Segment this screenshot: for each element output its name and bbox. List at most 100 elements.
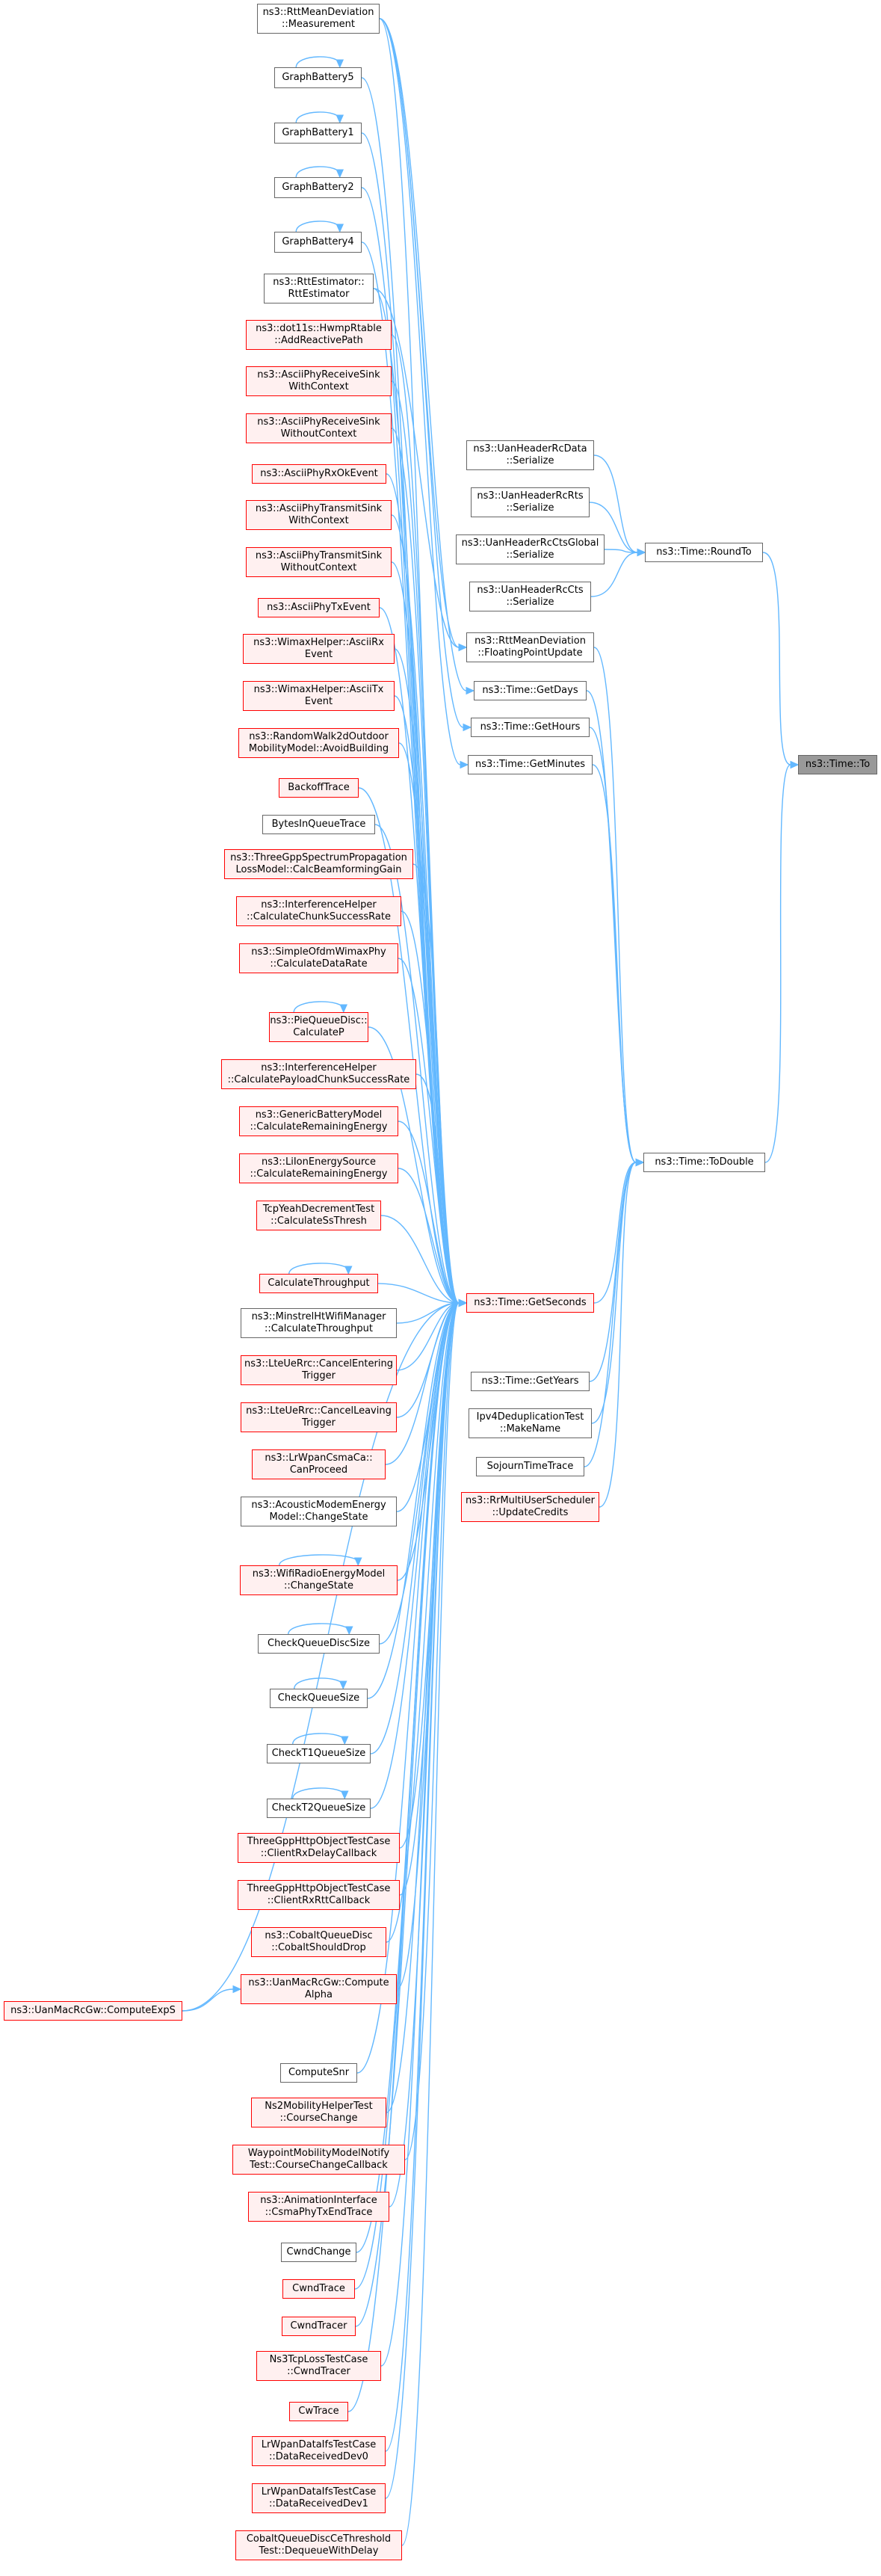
node-label-line: ns3::dot11s::HwmpRtable bbox=[256, 323, 382, 334]
node-ns3-uanheaderrcctsglobal-serialize[interactable]: ns3::UanHeaderRcCtsGlobal::Serialize bbox=[456, 534, 605, 564]
node-label-line: ns3::AcousticModemEnergy bbox=[251, 1500, 386, 1511]
node-tcpyeahdecrementtest-calculatessthresh[interactable]: TcpYeahDecrementTest::CalculateSsThresh bbox=[256, 1201, 381, 1230]
node-graphbattery4[interactable]: GraphBattery4 bbox=[274, 232, 362, 253]
node-checkqueuesize[interactable]: CheckQueueSize bbox=[270, 1689, 368, 1708]
node-ns3-genericbatterymodel-calculateremainingenergy[interactable]: ns3::GenericBatteryModel::CalculateRemai… bbox=[239, 1106, 398, 1136]
node-checkt2queuesize[interactable]: CheckT2QueueSize bbox=[267, 1799, 371, 1818]
node-ns3-minstrelhtwifimanager-calculatethroughput[interactable]: ns3::MinstrelHtWifiManager::CalculateThr… bbox=[241, 1308, 397, 1338]
node-label-line: ns3::RttMeanDeviation bbox=[262, 7, 374, 18]
node-checkt1queuesize[interactable]: CheckT1QueueSize bbox=[267, 1744, 371, 1763]
node-checkqueuediscsize[interactable]: CheckQueueDiscSize bbox=[258, 1634, 380, 1654]
node-label-line: ns3::InterferenceHelper bbox=[261, 1062, 377, 1073]
node-ns3-interferencehelper-calculatechunksuccessrate[interactable]: ns3::InterferenceHelper::CalculateChunkS… bbox=[236, 896, 401, 926]
node-graphbattery2[interactable]: GraphBattery2 bbox=[274, 177, 362, 198]
node-ns3-wifiradioenergymodel-changestate[interactable]: ns3::WifiRadioEnergyModel::ChangeState bbox=[240, 1565, 398, 1595]
node-label-line: ::Serialize bbox=[506, 597, 554, 608]
node-ns3-rttmeandeviation-measurement[interactable]: ns3::RttMeanDeviation::Measurement bbox=[257, 4, 380, 34]
node-ns3-time-getdays[interactable]: ns3::Time::GetDays bbox=[474, 681, 587, 700]
call-edge bbox=[379, 18, 472, 732]
node-label-line: ns3::GenericBatteryModel bbox=[255, 1109, 383, 1121]
node-sojourntimetrace[interactable]: SojournTimeTrace bbox=[476, 1457, 584, 1476]
node-label-line: ns3::Time::GetDays bbox=[482, 685, 578, 696]
node-ipv4deduplicationtest-makename[interactable]: Ipv4DeduplicationTest::MakeName bbox=[469, 1408, 592, 1438]
node-ns3-asciiphytxevent[interactable]: ns3::AsciiPhyTxEvent bbox=[258, 598, 380, 617]
node-lrwpandataifstestcase-datareceiveddev1[interactable]: LrWpanDataIfsTestCase::DataReceivedDev1 bbox=[252, 2483, 386, 2513]
node-label-line: GraphBattery4 bbox=[282, 236, 354, 247]
node-ns3-piequeuedisc-calculatep[interactable]: ns3::PieQueueDisc::CalculateP bbox=[269, 1012, 368, 1042]
node-ns3-cobaltqueuedisc-cobaltshoulddrop[interactable]: ns3::CobaltQueueDisc::CobaltShouldDrop bbox=[251, 1927, 386, 1957]
node-cwndtracer[interactable]: CwndTracer bbox=[282, 2317, 356, 2336]
node-label-line: CwTrace bbox=[298, 2406, 339, 2417]
edge-line bbox=[379, 18, 467, 691]
node-ns3-simpleofdmwimaxphy-calculatedatarate[interactable]: ns3::SimpleOfdmWimaxPhy::CalculateDataRa… bbox=[239, 943, 398, 973]
node-ns3-rttmeandeviation-floatingpointupdate[interactable]: ns3::RttMeanDeviation::FloatingPointUpda… bbox=[466, 632, 594, 662]
edge-line bbox=[386, 1302, 460, 2113]
node-graphbattery5[interactable]: GraphBattery5 bbox=[274, 67, 362, 88]
node-cwndchange[interactable]: CwndChange bbox=[281, 2243, 356, 2262]
edge-line bbox=[589, 1162, 637, 1382]
node-ns3tcplosstestcase-cwndtracer[interactable]: Ns3TcpLossTestCase::CwndTracer bbox=[256, 2351, 381, 2381]
node-threegpphttpobjecttestcase-clientrxrttcallback[interactable]: ThreeGppHttpObjectTestCase::ClientRxRttC… bbox=[238, 1880, 400, 1910]
edge-line bbox=[590, 552, 638, 597]
node-calculatethroughput[interactable]: CalculateThroughput bbox=[259, 1274, 378, 1293]
node-backofftrace[interactable]: BackoffTrace bbox=[279, 778, 359, 798]
node-label-line: ::ChangeState bbox=[284, 1580, 353, 1591]
node-cwtrace[interactable]: CwTrace bbox=[289, 2402, 348, 2421]
self-loop-edge bbox=[295, 56, 344, 69]
node-label-line: CheckT1QueueSize bbox=[271, 1748, 366, 1759]
node-ns3-animationinterface-csmaphytxendtrace[interactable]: ns3::AnimationInterface::CsmaPhyTxEndTra… bbox=[248, 2192, 389, 2222]
node-ns3-time-roundto[interactable]: ns3::Time::RoundTo bbox=[645, 543, 763, 562]
node-label-line: ns3::RttEstimator:: bbox=[273, 277, 365, 288]
node-lrwpandataifstestcase-datareceiveddev0[interactable]: LrWpanDataIfsTestCase::DataReceivedDev0 bbox=[252, 2436, 386, 2466]
node-ns3-interferencehelper-calculatepayloadchunksuccessrate[interactable]: ns3::InterferenceHelper::CalculatePayloa… bbox=[221, 1059, 416, 1089]
node-bytesinqueuetrace[interactable]: BytesInQueueTrace bbox=[262, 815, 375, 834]
edge-line bbox=[401, 1302, 460, 2546]
call-edge bbox=[764, 760, 800, 1163]
node-label-line: ::AddReactivePath bbox=[274, 335, 363, 346]
node-threegpphttpobjecttestcase-clientrxdelaycallback[interactable]: ThreeGppHttpObjectTestCase::ClientRxDela… bbox=[238, 1833, 400, 1863]
node-ns3-rttestimator-rttestimator[interactable]: ns3::RttEstimator::RttEstimator bbox=[264, 274, 374, 303]
node-ns3-time-getseconds[interactable]: ns3::Time::GetSeconds bbox=[466, 1293, 594, 1313]
node-ns3-time-getyears[interactable]: ns3::Time::GetYears bbox=[471, 1372, 590, 1391]
edge-line bbox=[599, 1162, 637, 1508]
node-label-line: TcpYeahDecrementTest bbox=[262, 1204, 375, 1215]
node-ns3-dot11s-hwmprtable-addreactivepath[interactable]: ns3::dot11s::HwmpRtable::AddReactivePath bbox=[246, 320, 392, 350]
node-ns3-time-todouble[interactable]: ns3::Time::ToDouble bbox=[643, 1153, 765, 1172]
node-ns3-uanheaderrccts-serialize[interactable]: ns3::UanHeaderRcCts::Serialize bbox=[469, 582, 591, 611]
node-label-line: ns3::CobaltQueueDisc bbox=[265, 1930, 373, 1941]
node-label-line: ns3::AsciiPhyReceiveSink bbox=[257, 369, 380, 380]
node-label-line: ::CobaltShouldDrop bbox=[271, 1942, 366, 1953]
node-label-line: ::FloatingPointUpdate bbox=[477, 647, 583, 659]
node-ns3-rrmultiuserscheduler-updatecredits[interactable]: ns3::RrMultiUserScheduler::UpdateCredits bbox=[461, 1492, 599, 1522]
node-ns3-time-getminutes[interactable]: ns3::Time::GetMinutes bbox=[468, 755, 593, 774]
node-label-line: GraphBattery5 bbox=[282, 72, 354, 83]
node-ns3-uanheaderrcrts-serialize[interactable]: ns3::UanHeaderRcRts::Serialize bbox=[471, 487, 590, 517]
node-ns3-lrwpancsmaca-canproceed[interactable]: ns3::LrWpanCsmaCa::CanProceed bbox=[252, 1449, 386, 1479]
node-ns3-uanmacrcgw-computeexps[interactable]: ns3::UanMacRcGw::ComputeExpS bbox=[4, 2001, 182, 2021]
node-ns3-time-gethours[interactable]: ns3::Time::GetHours bbox=[471, 718, 590, 737]
node-ns2mobilityhelpertest-coursechange[interactable]: Ns2MobilityHelperTest::CourseChange bbox=[251, 2098, 386, 2127]
node-computesnr[interactable]: ComputeSnr bbox=[280, 2063, 357, 2083]
edge-line bbox=[586, 690, 637, 1163]
node-label-line: Event bbox=[304, 696, 333, 707]
node-graphbattery1[interactable]: GraphBattery1 bbox=[274, 123, 362, 144]
node-ns3-asciiphyrxokevent[interactable]: ns3::AsciiPhyRxOkEvent bbox=[252, 464, 386, 484]
node-ns3-uanheaderrcdata-serialize[interactable]: ns3::UanHeaderRcData::Serialize bbox=[466, 440, 594, 470]
node-cwndtrace[interactable]: CwndTrace bbox=[282, 2279, 355, 2299]
node-label-line: ns3::ThreeGppSpectrumPropagation bbox=[230, 852, 407, 863]
node-ns3-liionenergysource-calculateremainingenergy[interactable]: ns3::LiIonEnergySource::CalculateRemaini… bbox=[239, 1153, 398, 1183]
